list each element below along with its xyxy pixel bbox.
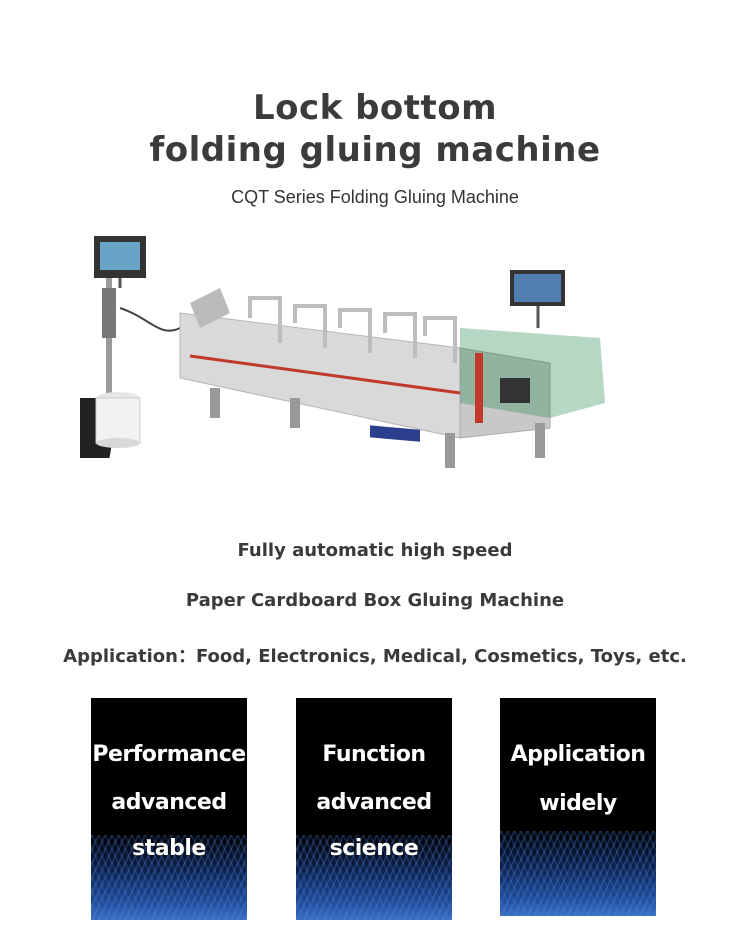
- card-text-line-1: Performance: [92, 742, 246, 767]
- card-text-line-2: widely: [539, 791, 617, 816]
- description-line-2: Paper Cardboard Box Gluing Machine: [185, 590, 565, 611]
- page-title-line-1: Lock bottom: [252, 88, 498, 128]
- machine-image: [80, 236, 605, 468]
- card-text-line-3: science: [329, 836, 419, 861]
- feature-card-function: Function advanced science: [296, 698, 452, 920]
- card-text-line-2: advanced: [111, 790, 227, 815]
- page-subtitle: CQT Series Folding Gluing Machine: [231, 187, 519, 207]
- card-text-line-3: stable: [132, 836, 206, 861]
- card-glow-pattern: [500, 831, 656, 916]
- glue-station: [80, 236, 181, 458]
- delivery-section: [460, 270, 605, 423]
- description-line-1: Fully automatic high speed: [237, 540, 513, 561]
- feature-card-application: Application widely: [500, 698, 656, 916]
- card-glow-pattern: [91, 835, 247, 920]
- card-text-line-2: advanced: [316, 790, 432, 815]
- application-line: Application：Food, Electronics, Medical, …: [63, 646, 687, 667]
- feature-card-performance: Performance advanced stable: [91, 698, 247, 920]
- card-glow-pattern: [296, 835, 452, 920]
- card-text-line-1: Application: [510, 742, 646, 767]
- card-text-line-1: Function: [322, 742, 426, 767]
- page-title-line-2: folding gluing machine: [149, 130, 601, 170]
